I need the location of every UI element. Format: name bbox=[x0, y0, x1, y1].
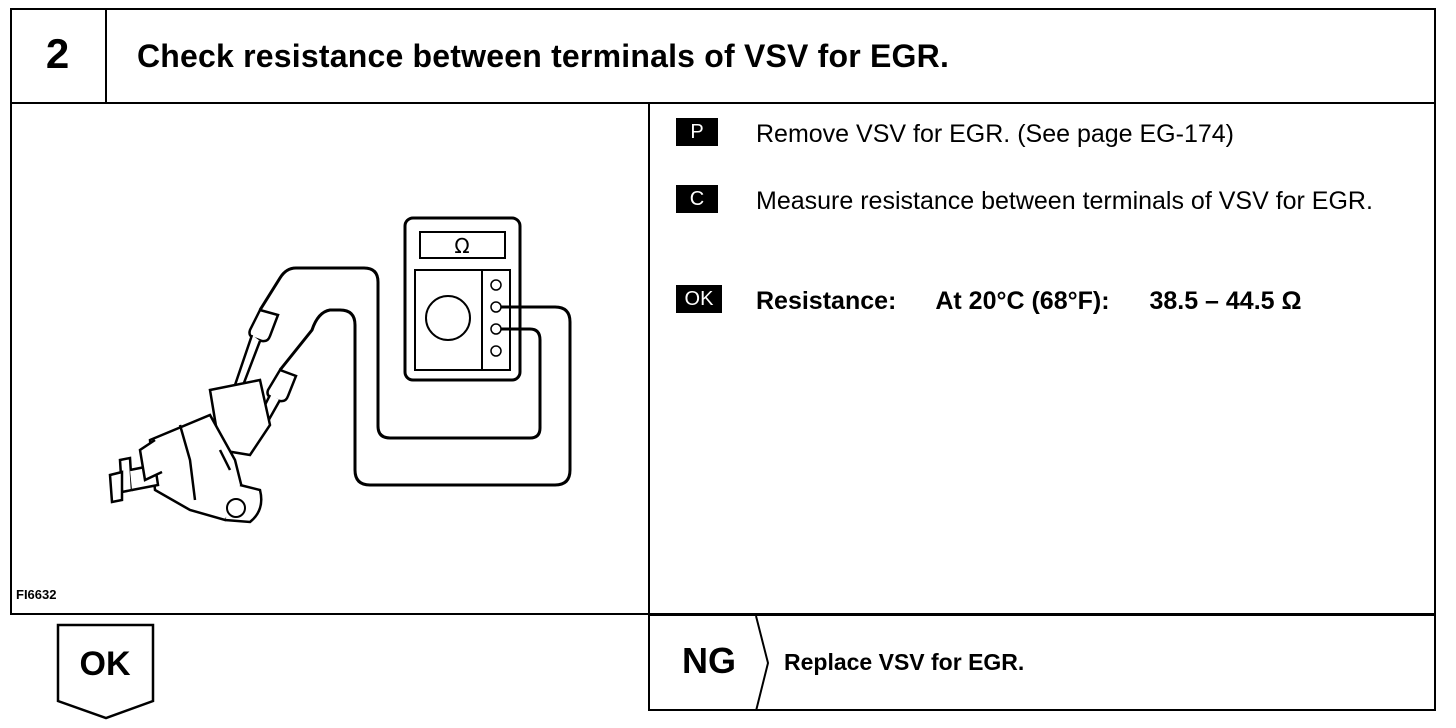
ok-branch-label: OK bbox=[79, 645, 131, 683]
instruction-c-text: Measure resistance between terminals of … bbox=[756, 187, 1373, 215]
ng-branch-action: Replace VSV for EGR. bbox=[784, 649, 1025, 675]
figure-code: FI6632 bbox=[16, 587, 57, 602]
badge-c: C bbox=[676, 185, 718, 213]
resistance-condition: At 20°C (68°F): bbox=[935, 287, 1110, 315]
step-title: Check resistance between terminals of VS… bbox=[137, 38, 950, 74]
instruction-p: P Remove VSV for EGR. (See page EG-174) bbox=[676, 118, 1436, 152]
instruction-c: C Measure resistance between terminals o… bbox=[676, 185, 1436, 255]
step-number-cell: 2 bbox=[10, 8, 107, 104]
instruction-p-text: Remove VSV for EGR. (See page EG-174) bbox=[756, 120, 1234, 148]
resistance-spec: Resistance: At 20°C (68°F): 38.5 – 44.5 … bbox=[756, 285, 1436, 317]
ng-branch-box: NG Replace VSV for EGR. bbox=[648, 614, 1436, 711]
header-divider bbox=[10, 102, 1436, 104]
ok-arrow-icon bbox=[56, 623, 155, 720]
badge-ok: OK bbox=[676, 285, 722, 313]
vsv-valve-icon bbox=[108, 378, 272, 524]
badge-p: P bbox=[676, 118, 718, 146]
column-divider bbox=[648, 102, 650, 615]
ohmmeter-icon bbox=[403, 216, 522, 382]
ng-branch-label: NG bbox=[682, 640, 736, 681]
instruction-ok: OK Resistance: At 20°C (68°F): 38.5 – 44… bbox=[676, 285, 1436, 319]
step-number: 2 bbox=[45, 30, 70, 77]
resistance-label: Resistance: bbox=[756, 287, 897, 315]
resistance-value: 38.5 – 44.5 Ω bbox=[1149, 287, 1302, 315]
ohmmeter-vsv-illustration: Ω bbox=[108, 216, 572, 524]
meter-symbol: Ω bbox=[454, 234, 469, 258]
chevron-right-icon bbox=[755, 616, 770, 711]
